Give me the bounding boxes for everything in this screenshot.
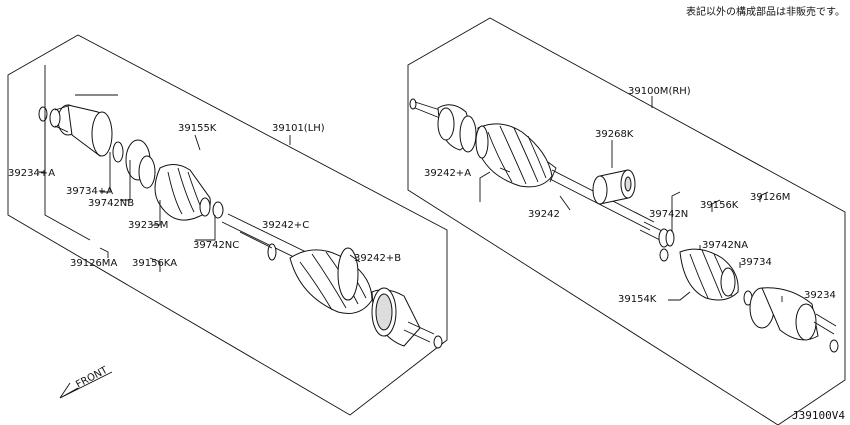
label-39234: 39234 bbox=[804, 290, 836, 301]
right-splined-end bbox=[639, 221, 675, 262]
label-39126MA: 39126MA bbox=[70, 258, 117, 269]
right-inner-boot bbox=[679, 248, 753, 306]
label-39235M: 39235M bbox=[128, 220, 168, 231]
left-clamps bbox=[112, 139, 156, 189]
left-shaft bbox=[221, 213, 307, 261]
right-outer-boot bbox=[475, 123, 557, 188]
label-39742NB: 39742NB bbox=[88, 198, 134, 209]
right-outer-joint bbox=[409, 98, 477, 153]
diagram-code: J39100V4 bbox=[792, 409, 845, 422]
label-39155K: 39155K bbox=[178, 123, 217, 134]
header-note: 表記以外の構成部品は非販売です。 bbox=[686, 5, 845, 18]
left-panel-outline bbox=[7, 34, 448, 416]
left-assembly-panel: 39234+A 39734+A 39742NB 39235M 39742NC 3… bbox=[7, 34, 448, 416]
label-39734: 39734 bbox=[740, 257, 772, 268]
label-39734A: 39734+A bbox=[66, 186, 113, 197]
label-39100M-RH: 39100M(RH) bbox=[628, 86, 691, 97]
front-label: FRONT bbox=[74, 364, 110, 390]
front-arrow bbox=[59, 371, 113, 399]
label-39242A: 39242+A bbox=[424, 168, 471, 179]
label-39742N: 39742N bbox=[649, 209, 688, 220]
right-assembly-panel: 39100M(RH) 39268K 39242+A 39242 39742N 3… bbox=[407, 17, 846, 425]
label-39242C: 39242+C bbox=[262, 220, 309, 231]
label-39126M: 39126M bbox=[750, 192, 790, 203]
left-inner-joint bbox=[38, 104, 113, 157]
right-inner-joint bbox=[749, 287, 839, 353]
label-39154K: 39154K bbox=[618, 294, 657, 305]
right-leaders bbox=[479, 96, 783, 302]
label-39742NA: 39742NA bbox=[702, 240, 748, 251]
label-39101LH: 39101(LH) bbox=[272, 123, 325, 134]
right-bearing bbox=[592, 169, 636, 205]
label-39234A: 39234+A bbox=[8, 168, 55, 179]
label-39242B: 39242+B bbox=[354, 253, 401, 264]
right-panel-outline bbox=[407, 17, 846, 425]
left-leaders bbox=[38, 65, 361, 272]
label-39242: 39242 bbox=[528, 209, 560, 220]
label-39268K: 39268K bbox=[595, 129, 634, 140]
left-outer-joint bbox=[371, 287, 443, 349]
left-inner-boot bbox=[154, 164, 224, 221]
label-39156K: 39156K bbox=[700, 200, 739, 211]
label-39156KA: 39156KA bbox=[132, 258, 177, 269]
left-outer-boot bbox=[267, 243, 373, 314]
label-39742NC: 39742NC bbox=[193, 240, 239, 251]
